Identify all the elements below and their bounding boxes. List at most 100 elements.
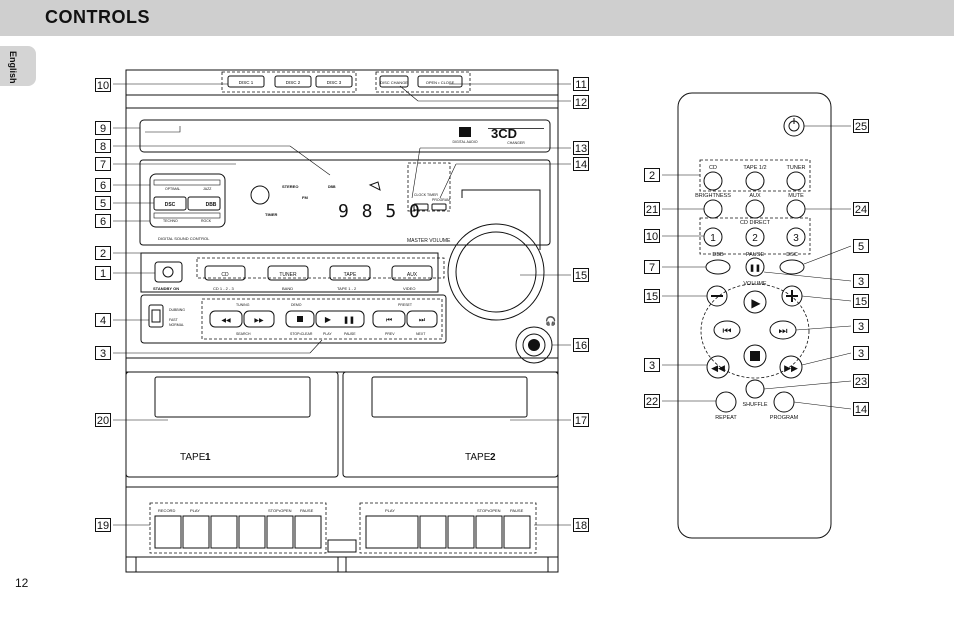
- clock-timer-button[interactable]: [413, 203, 429, 211]
- dsc-button[interactable]: DSC: [153, 196, 187, 211]
- svg-text:PLAY: PLAY: [323, 332, 332, 336]
- program-button[interactable]: [431, 203, 447, 211]
- svg-text:TIMER: TIMER: [265, 212, 278, 217]
- svg-text:STEREO: STEREO: [282, 184, 298, 189]
- remote-digit-2-button[interactable]: 2: [745, 227, 765, 247]
- remote-shuffle-button[interactable]: [745, 379, 765, 399]
- rewind-button[interactable]: ◀◀: [209, 310, 243, 328]
- remote-program-button[interactable]: [773, 391, 795, 413]
- remote-rewind-button[interactable]: ◀◀: [706, 355, 730, 379]
- svg-text:PLAY: PLAY: [190, 508, 200, 513]
- standby-on-button[interactable]: [154, 261, 183, 283]
- callout-16: 16: [573, 338, 589, 352]
- svg-text:⏭: ⏭: [419, 317, 426, 324]
- disc-change-button[interactable]: DISC CHANGE: [379, 75, 409, 88]
- svg-text:CLOCK TIMER: CLOCK TIMER: [414, 193, 438, 197]
- dubbing-switch[interactable]: [148, 304, 164, 328]
- svg-text:TAPE 1 - 2: TAPE 1 - 2: [337, 286, 357, 291]
- svg-text:DBB: DBB: [712, 252, 724, 258]
- deck2-stop-key[interactable]: [475, 515, 503, 549]
- deck1-ff-key[interactable]: [238, 515, 266, 549]
- svg-text:PREV: PREV: [385, 332, 395, 336]
- disc-3-button[interactable]: DISC 3: [315, 75, 353, 88]
- disc-buttons-group: [221, 71, 357, 93]
- deck1-play-key[interactable]: [182, 515, 210, 549]
- sound-control-box: [149, 173, 226, 228]
- aux-source-button[interactable]: AUX: [391, 265, 433, 281]
- svg-text:⏮: ⏮: [386, 317, 392, 324]
- open-close-button[interactable]: OPEN • CLOSE: [417, 75, 463, 88]
- remote-repeat-button[interactable]: [715, 391, 737, 413]
- play-pause-button[interactable]: ▶❚❚: [315, 310, 365, 328]
- master-volume-knob[interactable]: [447, 223, 545, 321]
- svg-text:PAUSE: PAUSE: [510, 508, 524, 513]
- tape-source-button[interactable]: TAPE: [329, 265, 371, 281]
- svg-text:1: 1: [205, 452, 211, 463]
- remote-pause-button[interactable]: ❚❚: [745, 257, 765, 277]
- stop-clear-button[interactable]: [285, 310, 315, 328]
- svg-text:3CD: 3CD: [491, 126, 517, 141]
- deck1-pause-key[interactable]: [294, 515, 322, 549]
- svg-text:3: 3: [793, 233, 799, 244]
- svg-text:CD: CD: [709, 165, 717, 171]
- svg-text:OPTIMAL: OPTIMAL: [165, 187, 180, 191]
- svg-text:CD: CD: [221, 272, 229, 278]
- remote-volume-up-button[interactable]: [781, 285, 803, 307]
- svg-text:DBB: DBB: [206, 202, 217, 208]
- remote-digit-3-button[interactable]: 3: [786, 227, 806, 247]
- main-unit-body: [125, 107, 559, 359]
- svg-text:9 8 5 0: 9 8 5 0: [338, 201, 421, 222]
- disc-1-button[interactable]: DISC 1: [227, 75, 265, 88]
- svg-text:DISC 1: DISC 1: [239, 80, 254, 85]
- disc-2-button[interactable]: DISC 2: [274, 75, 312, 88]
- svg-text:DSC: DSC: [165, 202, 176, 208]
- remote-standby-button[interactable]: [783, 115, 805, 137]
- remote-stop-button[interactable]: [743, 344, 767, 368]
- fast-forward-button[interactable]: ▶▶: [243, 310, 275, 328]
- remote-dsc-button[interactable]: [779, 259, 805, 275]
- remote-dbb-button[interactable]: [705, 259, 731, 275]
- callout-6b: 6: [95, 214, 111, 228]
- prev-button[interactable]: ⏮: [372, 310, 406, 328]
- svg-text:DBB: DBB: [328, 185, 336, 189]
- remote-fast-forward-button[interactable]: ▶▶: [779, 355, 803, 379]
- remote-brightness-button[interactable]: [703, 199, 723, 219]
- deck2-ff-key[interactable]: [447, 515, 475, 549]
- tape-section: [125, 371, 559, 573]
- svg-text:STOP•OPEN: STOP•OPEN: [477, 508, 501, 513]
- next-button[interactable]: ⏭: [406, 310, 438, 328]
- svg-text:1: 1: [710, 233, 716, 244]
- remote-prev-button[interactable]: ⏮: [713, 320, 741, 340]
- callout-1: 1: [95, 266, 111, 280]
- dbb-button[interactable]: DBB: [187, 196, 221, 211]
- callout-13: 13: [573, 141, 589, 155]
- deck2-play-key[interactable]: [365, 515, 419, 549]
- left-leader-lines: [113, 83, 331, 526]
- remote-tape-button[interactable]: [745, 171, 765, 191]
- remote-cd-button[interactable]: [703, 171, 723, 191]
- deck1-stop-key[interactable]: [266, 515, 294, 549]
- transport-panel: [140, 294, 447, 344]
- svg-text:JAZZ: JAZZ: [203, 187, 212, 191]
- remote-volume-down-button[interactable]: [706, 285, 728, 307]
- remote-next-button[interactable]: ⏭: [769, 320, 797, 340]
- deck2-rewind-key[interactable]: [419, 515, 447, 549]
- remote-digit-1-button[interactable]: 1: [703, 227, 723, 247]
- remote-mute-button[interactable]: [786, 199, 806, 219]
- remote-tuner-button[interactable]: [786, 171, 806, 191]
- callout-remote-15-right: 15: [853, 294, 869, 308]
- callout-remote-5: 5: [853, 239, 869, 253]
- deck2-pause-key[interactable]: [503, 515, 531, 549]
- tape-deck-2[interactable]: [342, 371, 559, 478]
- cd-source-button[interactable]: CD: [204, 265, 246, 281]
- deck1-record-key[interactable]: [154, 515, 182, 549]
- remote-aux-button[interactable]: [745, 199, 765, 219]
- tape-deck-1[interactable]: [125, 371, 339, 478]
- callout-remote-22: 22: [644, 394, 660, 408]
- svg-text:CHANGER: CHANGER: [507, 141, 525, 145]
- deck1-rewind-key[interactable]: [210, 515, 238, 549]
- remote-play-button[interactable]: ▶: [743, 290, 767, 314]
- svg-text:2: 2: [752, 233, 758, 244]
- callout-18: 18: [573, 518, 589, 532]
- tuner-source-button[interactable]: TUNER: [267, 265, 309, 281]
